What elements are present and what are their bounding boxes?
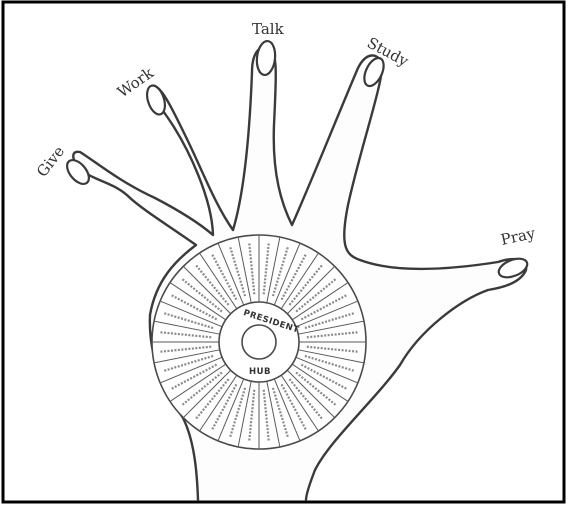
talk-label: Talk	[252, 20, 285, 38]
hub-bottom-label: HUB	[249, 367, 271, 377]
hub-center-circle	[242, 325, 276, 359]
hub-wheel: PRESIDENT HUB	[152, 235, 366, 449]
